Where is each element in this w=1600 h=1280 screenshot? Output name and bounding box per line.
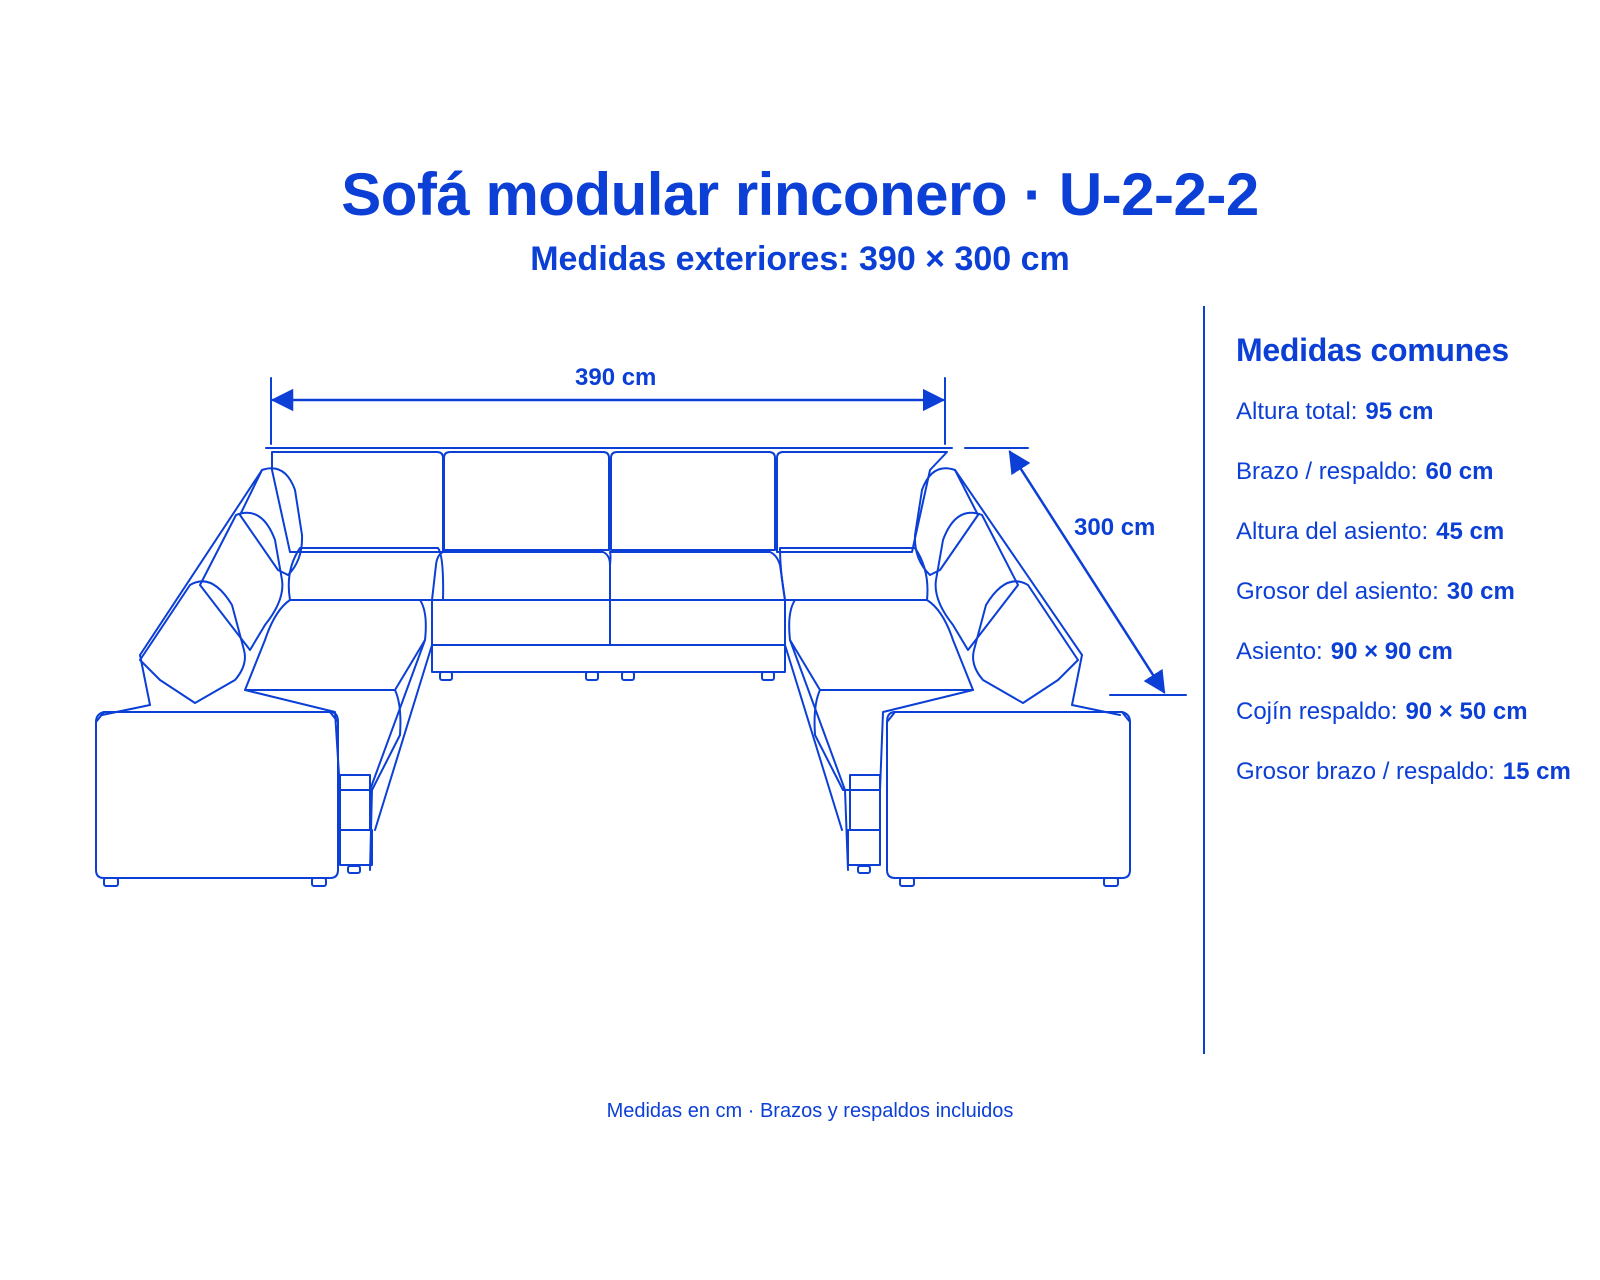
back-cushions — [265, 447, 953, 553]
spec-value: 60 cm — [1425, 458, 1494, 485]
footer-note: Medidas en cm · Brazos y respaldos inclu… — [606, 1100, 1014, 1122]
spec-row: Cojín respaldo: 90 × 50 cm — [1236, 697, 1596, 757]
panel-divider — [1203, 306, 1205, 1054]
spec-row: Altura total: 95 cm — [1236, 397, 1596, 457]
center-seats — [431, 551, 786, 681]
spec-label: Grosor del asiento: — [1236, 578, 1439, 605]
spec-label: Brazo / respaldo: — [1236, 458, 1418, 485]
depth-dimension-label: 300 cm — [1074, 514, 1156, 541]
width-dimension-label: 390 cm — [575, 364, 657, 391]
spec-row: Asiento: 90 × 90 cm — [1236, 637, 1596, 697]
page-subtitle: Medidas exteriores: 390 × 300 cm — [530, 240, 1070, 278]
spec-label: Altura del asiento: — [1236, 518, 1429, 545]
spec-value: 95 cm — [1365, 398, 1434, 425]
spec-row: Brazo / respaldo: 60 cm — [1236, 457, 1596, 517]
spec-label: Grosor brazo / respaldo: — [1236, 758, 1495, 785]
depth-dimension-line — [964, 447, 1187, 696]
right-side-modules — [784, 467, 1131, 887]
spec-row: Grosor del asiento: 30 cm — [1236, 577, 1596, 637]
spec-value: 30 cm — [1446, 578, 1515, 605]
spec-row: Altura del asiento: 45 cm — [1236, 517, 1596, 577]
spec-value: 45 cm — [1436, 518, 1505, 545]
right-corner-seat — [779, 547, 929, 601]
left-side-modules — [95, 467, 433, 887]
spec-label: Cojín respaldo: — [1236, 698, 1398, 725]
spec-value: 90 × 90 cm — [1330, 638, 1453, 665]
spec-row: Grosor brazo / respaldo: 15 cm — [1236, 757, 1596, 817]
spec-value: 15 cm — [1502, 758, 1571, 785]
spec-value: 90 × 50 cm — [1405, 698, 1528, 725]
width-dimension-line — [270, 377, 946, 445]
spec-label: Asiento: — [1236, 638, 1323, 665]
spec-label: Altura total: — [1236, 398, 1358, 425]
specs-title: Medidas comunes — [1236, 332, 1509, 368]
specs-panel: Medidas comunes Altura total: 95 cm Brazo… — [1236, 332, 1596, 817]
left-corner-seat — [287, 547, 445, 601]
page-title: Sofá modular rinconero · U-2-2-2 — [341, 161, 1259, 228]
